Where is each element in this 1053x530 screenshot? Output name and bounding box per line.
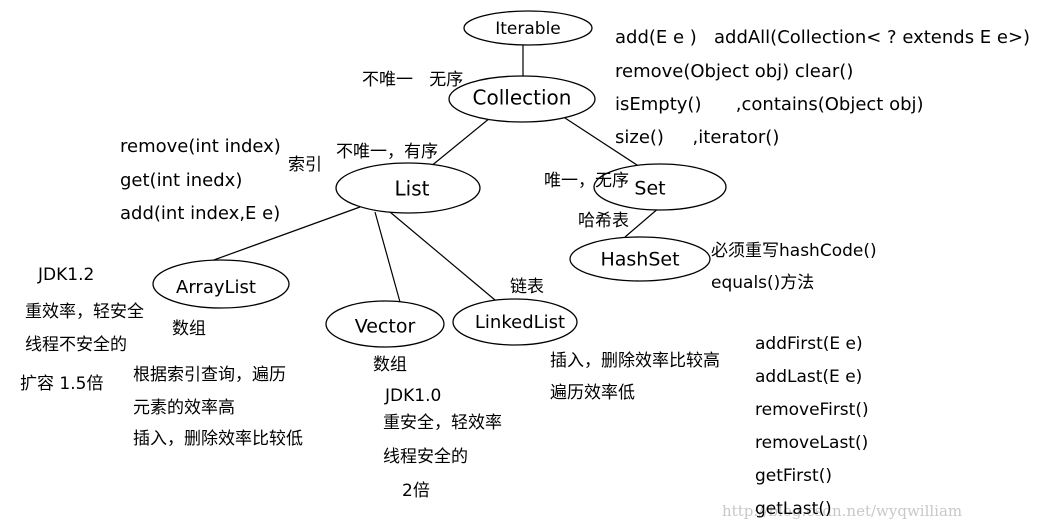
vector-info: 重安全，轻效率	[383, 413, 502, 433]
collection-method-line: size() ,iterator()	[615, 127, 779, 148]
list-method-line: remove(int index)	[120, 136, 281, 157]
vector-info: 线程安全的	[383, 447, 468, 467]
arraylist-feature: 根据索引查询，遍历	[133, 365, 286, 385]
arraylist-info: 线程不安全的	[25, 335, 127, 355]
linkedlist-method: addLast(E e)	[755, 367, 862, 387]
iterable-label: Iterable	[495, 19, 561, 39]
arraylist-label: ArrayList	[176, 277, 256, 298]
hashset-node	[569, 236, 711, 282]
linkedlist-method: removeLast()	[755, 433, 868, 453]
linkedlist-method: getLast()	[755, 499, 832, 519]
arraylist-feature: 元素的效率高	[133, 398, 235, 418]
arraylist-info: 重效率，轻安全	[25, 302, 144, 322]
list-label: List	[395, 177, 430, 201]
edge-list-vector	[374, 211, 401, 303]
collection-method-line: isEmpty() ,contains(Object obj)	[615, 94, 924, 115]
list-node	[335, 162, 481, 214]
iterable-node	[463, 10, 593, 46]
list-method-line: get(int inedx)	[120, 170, 242, 191]
edge-list-arraylist	[199, 206, 361, 266]
linkedlist-label-note: 链表	[510, 277, 544, 297]
collection-node	[448, 75, 596, 123]
vector-array-note: 数组	[373, 355, 407, 375]
hashset-note: equals()方法	[711, 273, 814, 293]
edge-set-hashset	[624, 206, 661, 238]
list-method-line: add(int index,E e)	[120, 203, 280, 224]
hashset-label: HashSet	[600, 249, 679, 271]
arraylist-node	[152, 259, 290, 309]
connector-lines	[199, 44, 661, 303]
edge-list-linkedlist	[389, 211, 496, 301]
vector-info: 2倍	[402, 481, 430, 501]
arraylist-info: JDK1.2	[37, 265, 94, 285]
collection-method-line: remove(Object obj) clear()	[615, 61, 853, 82]
collection-method-line: add(E e ) addAll(Collection< ? extends E…	[615, 27, 1030, 48]
linkedlist-method: removeFirst()	[755, 400, 869, 420]
linkedlist-node	[452, 298, 578, 346]
set-label: Set	[634, 178, 665, 200]
collection-label: Collection	[473, 86, 572, 110]
linkedlist-label: LinkedList	[475, 312, 565, 333]
set-note: 唯一，无序	[544, 171, 629, 191]
watermark: http://blog.csdn.net/wyqwilliam	[722, 502, 962, 520]
list-note: 不唯一，有序	[336, 142, 438, 162]
linkedlist-feature: 插入，删除效率比较高	[550, 351, 720, 371]
linkedlist-feature: 遍历效率低	[550, 383, 635, 403]
linkedlist-method: getFirst()	[755, 466, 832, 486]
vector-info: JDK1.0	[384, 386, 441, 406]
edge-collection-set	[564, 117, 641, 168]
collection-note: 不唯一 无序	[362, 70, 463, 90]
arraylist-array-note: 数组	[172, 319, 206, 339]
linkedlist-method: addFirst(E e)	[755, 334, 863, 354]
edge-collection-list	[429, 117, 491, 168]
arraylist-feature: 插入，删除效率比较低	[133, 429, 303, 449]
arraylist-info: 扩容 1.5倍	[20, 374, 103, 394]
vector-label: Vector	[355, 316, 416, 338]
hashset-note: 必须重写hashCode()	[711, 241, 877, 261]
hash-table-note: 哈希表	[578, 211, 629, 231]
list-index-note: 索引	[288, 155, 322, 175]
vector-node	[325, 300, 445, 348]
set-node	[593, 163, 727, 211]
